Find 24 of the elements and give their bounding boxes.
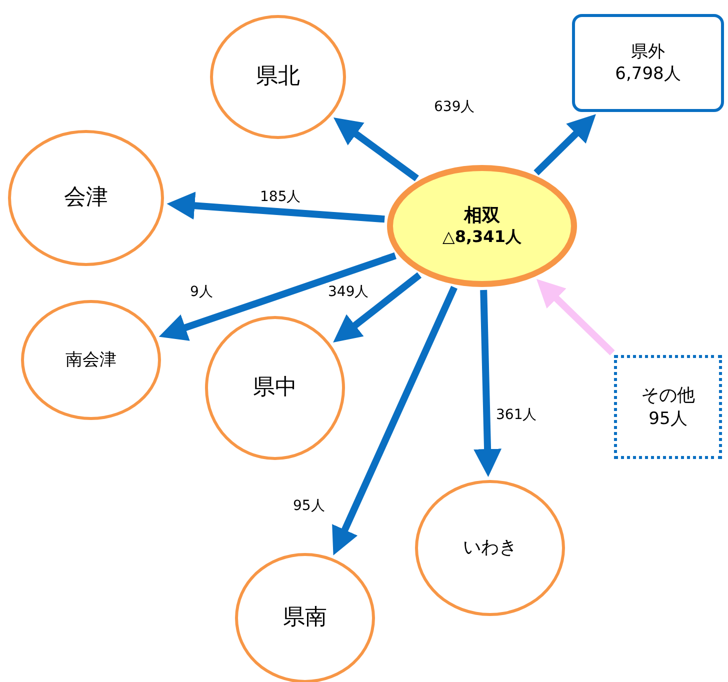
count-text: 95人	[648, 408, 688, 430]
arrow	[332, 286, 458, 556]
edge-label: 95人	[291, 497, 327, 515]
region-name: いわき	[463, 536, 517, 560]
region-name: その他	[641, 384, 695, 408]
arrow	[474, 290, 502, 478]
region-box	[614, 355, 722, 459]
region-name: 県南	[283, 604, 327, 632]
region-box	[572, 14, 724, 112]
region-name: 県外	[631, 40, 665, 63]
region-name: 会津	[64, 184, 108, 212]
arrow	[166, 192, 385, 223]
count-text: 6,798人	[615, 63, 681, 86]
region-name: 相双	[464, 204, 500, 228]
region-name: 県北	[256, 62, 300, 91]
edge-label: 9人	[188, 283, 215, 301]
edge-label: 349人	[326, 283, 371, 301]
count-text: △8,341人	[442, 227, 522, 248]
edge-label: 639人	[432, 98, 477, 116]
arrow	[158, 252, 396, 341]
region-name: 県中	[253, 374, 297, 402]
edge-label: 361人	[494, 406, 539, 424]
region-name: 南会津	[66, 348, 116, 372]
arrow	[536, 279, 615, 356]
